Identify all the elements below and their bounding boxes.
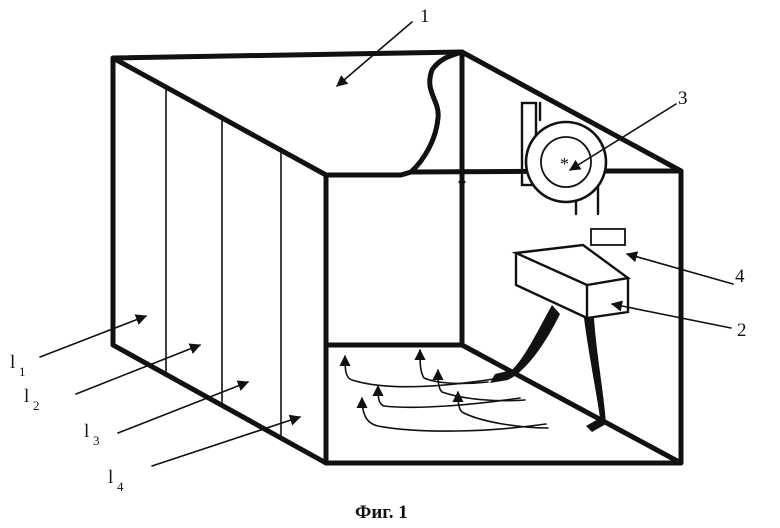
flow-arrow-icon [414,348,489,385]
leader-lines [39,21,734,467]
svg-text:l: l [84,421,89,442]
flow-arrow-icon [452,390,549,429]
figure-caption: Фиг. 1 [355,502,408,523]
asterisk-icon: * [560,154,569,174]
leader-arrow-l1 [39,314,148,358]
label-2: 2 [737,320,747,341]
leader-arrow-1 [336,21,413,87]
leader-arrow-l3 [117,380,250,434]
hose-2 [584,318,606,432]
length-label-l3: l 3 [84,421,100,448]
flow-arrow-icon [372,384,521,409]
length-label-l4: l 4 [108,467,124,494]
leader-arrow-l2 [75,343,202,395]
enclosure-top-edge [110,49,684,178]
heater-block [511,243,631,320]
svg-text:2: 2 [33,398,40,413]
svg-text:4: 4 [117,479,124,494]
flow-arrow-icon [339,354,501,388]
label-4: 4 [735,266,745,287]
leader-arrow-4 [625,251,734,285]
leader-arrow-l4 [151,414,302,467]
length-label-l2: l 2 [24,386,40,413]
label-1: 1 [420,6,430,27]
enclosure [110,49,684,466]
curtain-dividers [165,85,282,437]
sensor-box [590,228,626,246]
svg-text:3: 3 [93,433,100,448]
leader-arrow-3 [569,103,677,171]
hoses [490,305,606,432]
air-flow-arrows [339,348,549,432]
cutaway-edge [408,49,465,175]
label-3: 3 [678,88,688,109]
leader-arrow-2 [610,300,732,329]
svg-text:l: l [10,352,15,373]
fan-inner-circle [540,136,592,188]
fan: * [520,101,608,216]
sensor [590,228,626,246]
svg-text:l: l [24,386,29,407]
floor-back-edge [323,342,684,466]
svg-text:1: 1 [19,364,26,379]
heater-end-face [585,276,630,320]
heater-side-face [514,251,589,320]
flow-arrow-icon [432,368,526,402]
svg-text:l: l [108,467,113,488]
enclosure-front-face [323,168,684,466]
flow-arrow-icon [356,396,547,432]
hose-1 [490,305,560,383]
length-label-l1: l 1 [10,352,26,379]
